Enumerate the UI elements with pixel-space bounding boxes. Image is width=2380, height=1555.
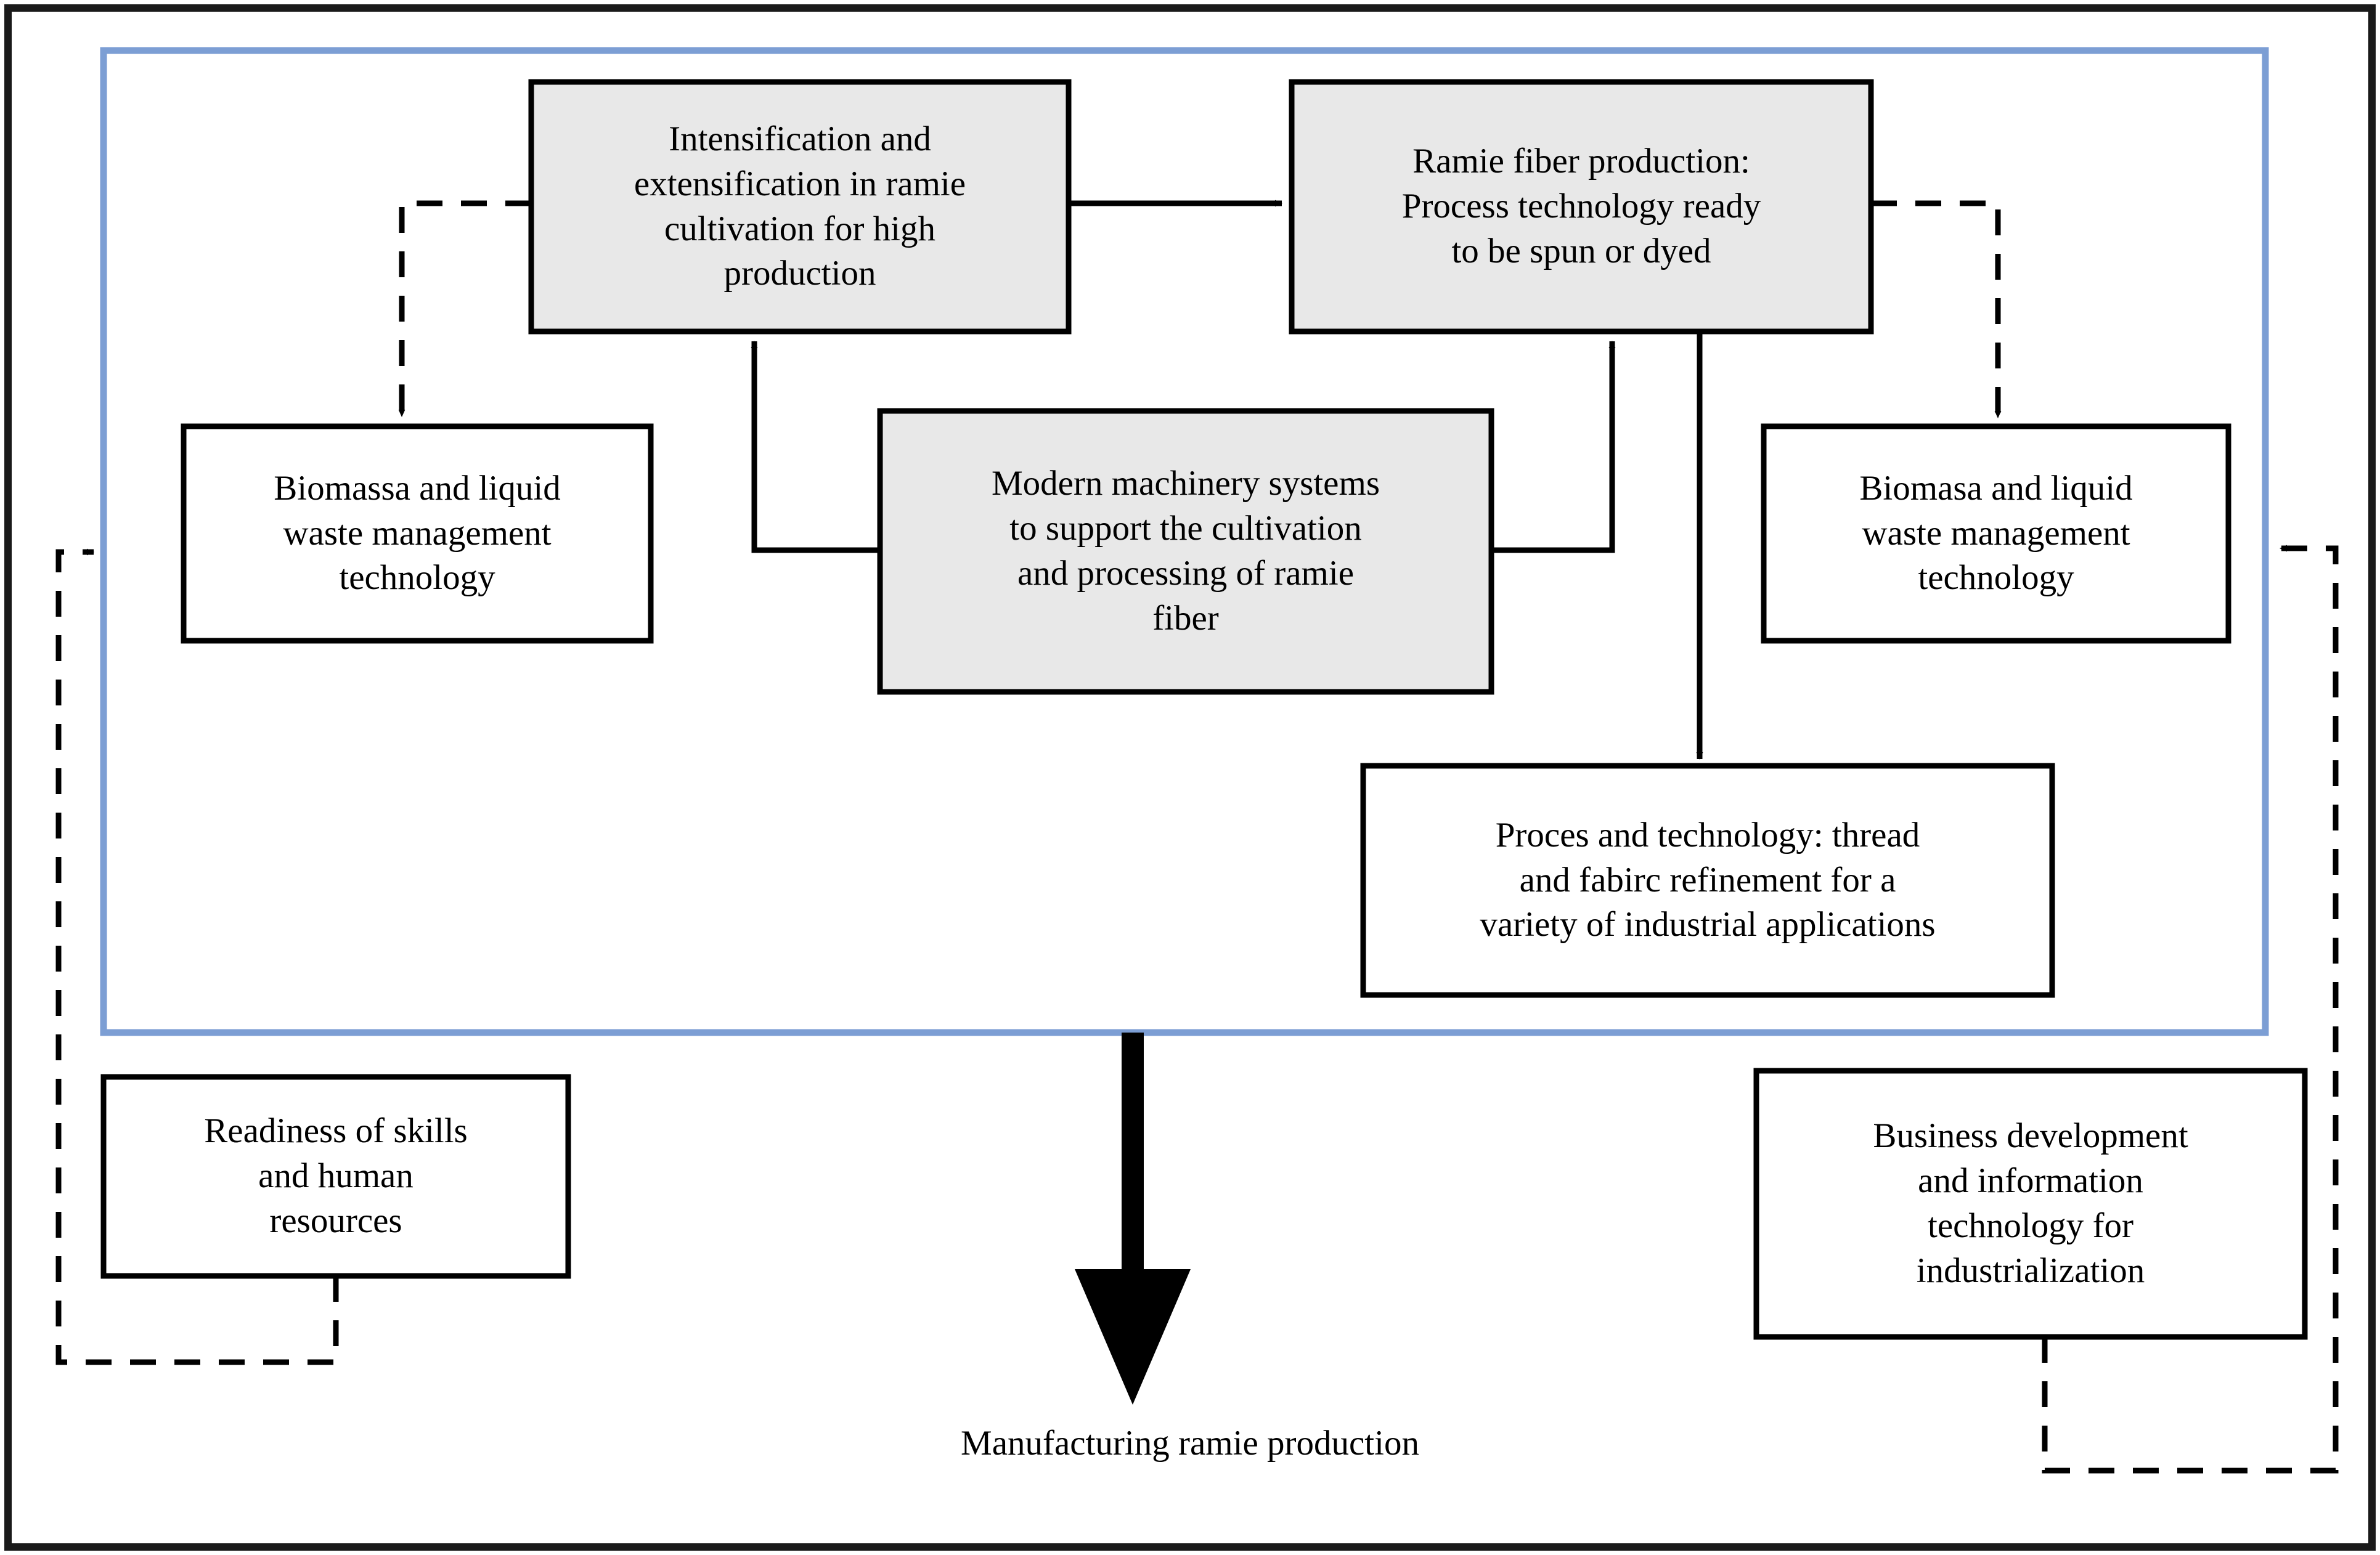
label-proces-technology: Proces and technology: thread and fabirc… [1480, 815, 1936, 944]
outer-frame [4, 4, 2376, 1551]
label-readiness-skills: Readiness of skills and human resources [204, 1111, 468, 1240]
box-readiness-skills[interactable] [100, 1074, 571, 1279]
connector-system-to-manufacturing [1075, 1033, 1191, 1405]
box-biomasa-right[interactable] [1761, 423, 2231, 644]
connector-ramie-to-biomasa-right [1871, 200, 2002, 418]
label-business-development: Business development and information tec… [1873, 1116, 2188, 1290]
box-biomassa-left[interactable] [181, 423, 654, 644]
box-business-development[interactable] [1753, 1068, 2308, 1340]
label-biomasa-right: Biomasa and liquid waste management tech… [1859, 468, 2133, 598]
connector-business-feedback-loop [2042, 545, 2339, 1474]
label-modern-machinery: Modern machinery systems to support the … [991, 464, 1380, 638]
connector-machinery-to-intensification [751, 341, 880, 553]
inner-system-frame [100, 47, 2269, 1036]
box-proces-technology[interactable] [1360, 763, 2055, 998]
label-biomassa-left: Biomassa and liquid waste management tec… [274, 468, 561, 598]
connector-machinery-to-ramie [1491, 341, 1616, 553]
box-ramie-fiber-production[interactable] [1289, 79, 1874, 335]
box-modern-machinery[interactable] [877, 408, 1494, 695]
connector-readiness-feedback-loop [55, 548, 339, 1365]
label-ramie-fiber-production: Ramie fiber production: Process technolo… [1401, 142, 1761, 270]
manufacturing-outcome: Manufacturing ramie production [961, 1424, 1419, 1463]
box-intensification[interactable] [528, 79, 1072, 335]
label-intensification: Intensification and extensification in r… [634, 119, 966, 293]
connector-intensification-to-biomassa-left [398, 200, 531, 417]
